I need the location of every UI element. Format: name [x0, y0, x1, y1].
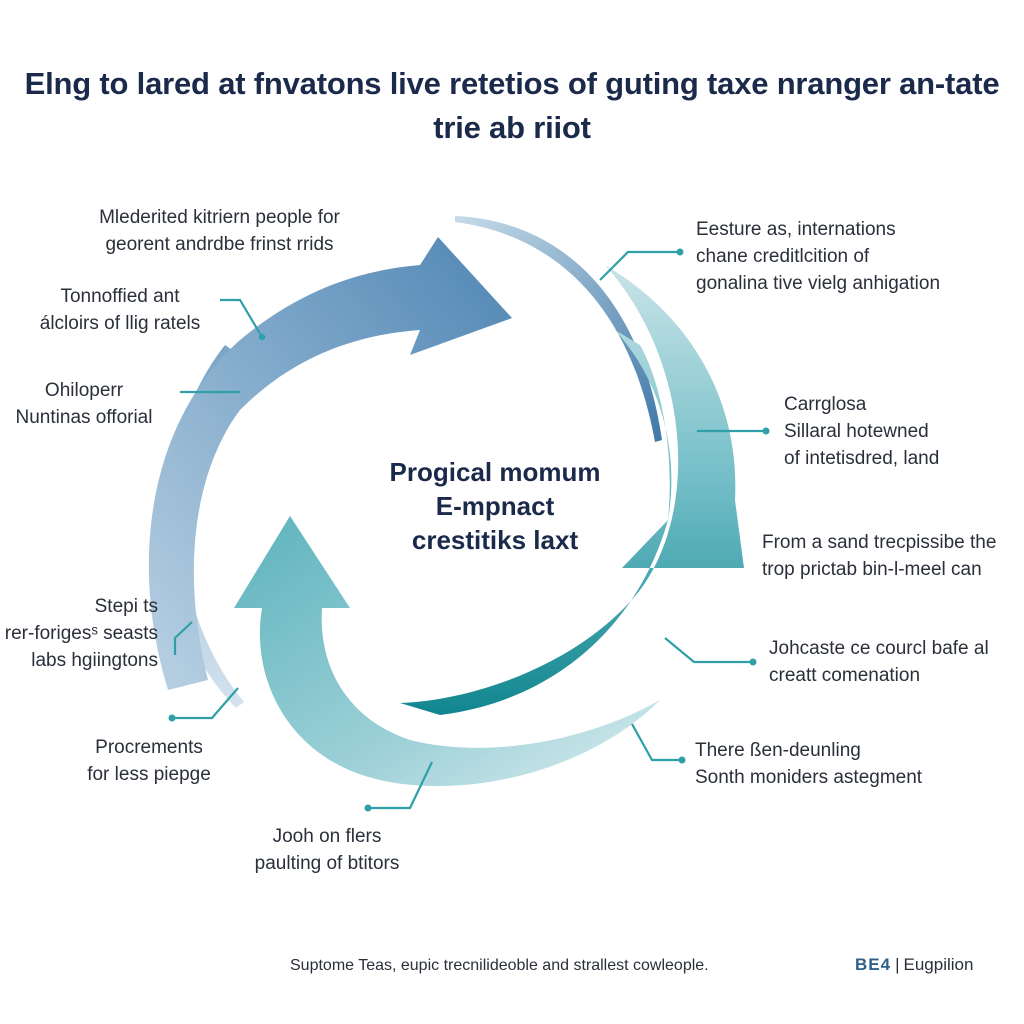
label-upper-left: Tonnoffied ant álcloirs of llig ratels — [39, 286, 201, 334]
label-top-right: Eesture as, internations chane creditlci… — [696, 219, 941, 294]
connector-lines — [172, 250, 766, 810]
connector-dots — [168, 248, 770, 812]
thin-arc-top-right — [455, 216, 662, 442]
footer-caption: Suptome Teas, eupic trecnilideoble and s… — [290, 957, 709, 974]
label-bottom-left: Procrements for less piepge — [87, 737, 211, 785]
label-upper-right: Carrglosa Sillaral hotewned of intetisdr… — [784, 394, 940, 469]
center-line-2: E-mpnact — [435, 491, 555, 521]
label-lower-right: Johcaste ce courcl bafe al creatt comena… — [769, 638, 989, 686]
brand-logo-text: BE4 — [855, 955, 892, 974]
blue-arrow — [148, 237, 513, 690]
label-mid-right: From a sand trecpissibe the trop prictab… — [762, 532, 997, 580]
label-lower-left: Stepi ts rer-forigesˢ seasts labs hgiing… — [4, 596, 158, 671]
title-line-2: trie ab riiot — [433, 110, 591, 145]
label-bottom-right: There ßen-deunling Sonth moniders astegm… — [695, 740, 923, 788]
title-line-1: Elng to lared at fnvatons live retetios … — [24, 66, 1000, 101]
label-bottom: Jooh on flers paulting of btitors — [254, 826, 400, 874]
label-mid-left: Ohiloperr Nuntinas offorial — [15, 380, 153, 428]
teal-arrow-left — [234, 516, 660, 787]
diagram-title: Elng to lared at fnvatons live retetios … — [20, 62, 1004, 150]
footer-separator: | — [895, 955, 900, 974]
footer-brand: BE4|Eugpilion — [855, 955, 973, 975]
center-line-1: Progical momum — [389, 457, 601, 487]
label-top-left: Mlederited kitriern people for georent a… — [99, 207, 340, 255]
center-line-3: crestitiks laxt — [411, 525, 579, 555]
center-caption: Progical momum E-mpnact crestitiks laxt — [330, 455, 660, 557]
footer-product-name: Eugpilion — [903, 955, 974, 974]
